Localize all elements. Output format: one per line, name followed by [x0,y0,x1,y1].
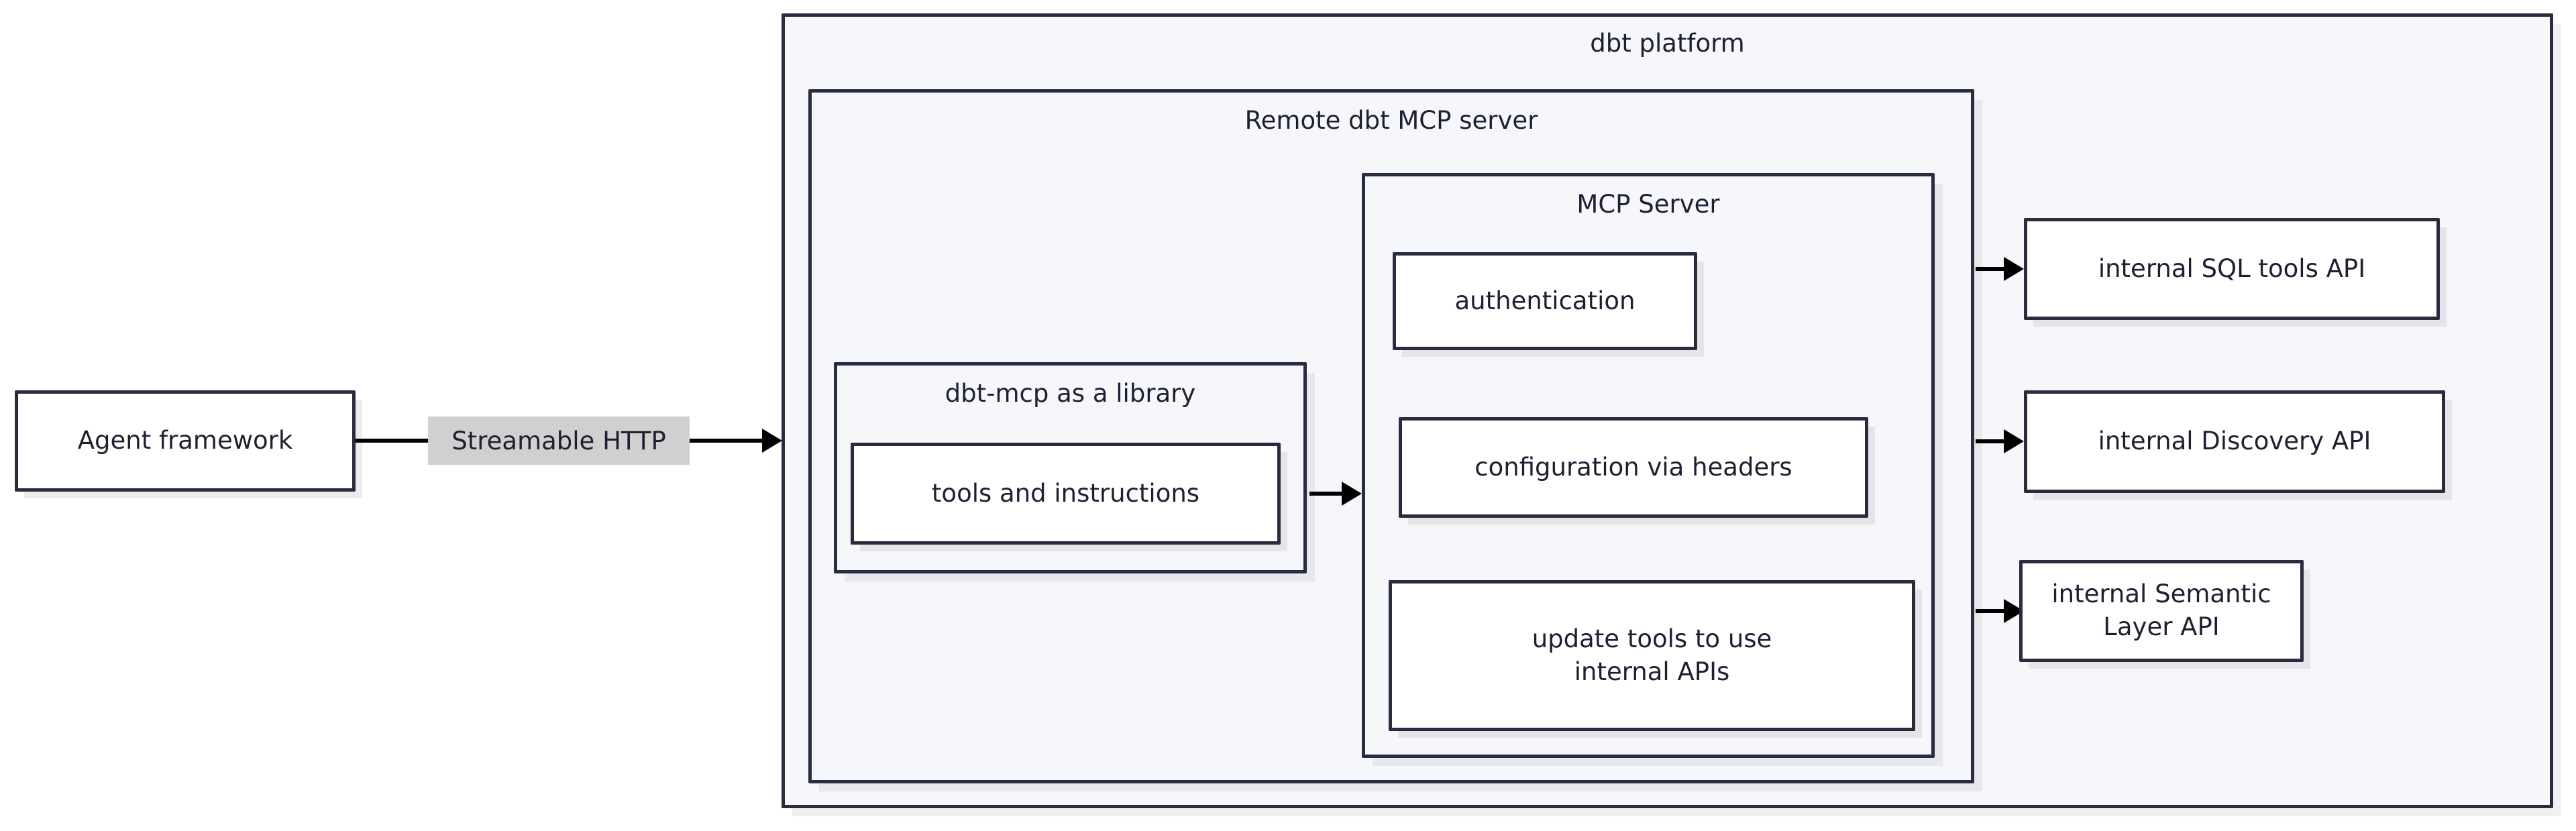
node-tools-and-instructions[interactable]: tools and instructions [851,443,1281,545]
edge-label-streamable-http: Streamable HTTP [428,417,690,465]
node-update-tools-to-use-internal-apis-label: update tools to use internal APIs [1532,624,1772,686]
node-internal-semantic-layer-api[interactable]: internal Semantic Layer API [2019,560,2304,662]
node-internal-semantic-layer-api-label: internal Semantic Layer API [2051,579,2271,641]
node-configuration-via-headers[interactable]: configuration via headers [1399,417,1868,518]
node-authentication-label: authentication [1454,286,1635,315]
node-internal-discovery-api-label: internal Discovery API [2098,427,2371,456]
arrowhead-icon-tools-to-mcp-server [1342,482,1362,506]
node-update-tools-to-use-internal-apis[interactable]: update tools to use internal APIs [1389,580,1915,731]
edge-mcp-to-semantic-layer-api [1976,609,2004,613]
edge-agent-to-platform-right [690,439,762,443]
node-internal-sql-tools-api-label: internal SQL tools API [2098,254,2366,283]
node-tools-and-instructions-label: tools and instructions [931,478,1200,508]
node-configuration-via-headers-label: configuration via headers [1474,452,1792,482]
node-internal-discovery-api[interactable]: internal Discovery API [2024,390,2445,493]
edge-mcp-to-sql-tools-api [1976,267,2004,271]
cluster-dbt-platform-title: dbt platform [1590,29,1745,58]
node-authentication[interactable]: authentication [1393,252,1697,350]
edge-agent-to-platform-left [356,439,431,443]
node-agent-framework-label: Agent framework [77,426,293,455]
cluster-remote-dbt-mcp-server-title: Remote dbt MCP server [1244,106,1538,135]
arrowhead-icon-sql-tools-api [2004,257,2024,281]
node-agent-framework[interactable]: Agent framework [15,390,356,492]
cluster-mcp-server-title: MCP Server [1576,190,1720,219]
arrowhead-icon-discovery-api [2004,429,2024,453]
edge-mcp-to-discovery-api [1976,439,2004,443]
edge-tools-to-mcp-server [1309,492,1342,496]
cluster-dbt-mcp-library-title: dbt-mcp as a library [945,379,1196,408]
node-internal-sql-tools-api[interactable]: internal SQL tools API [2024,218,2440,320]
arrowhead-icon-agent-to-platform [762,429,782,453]
